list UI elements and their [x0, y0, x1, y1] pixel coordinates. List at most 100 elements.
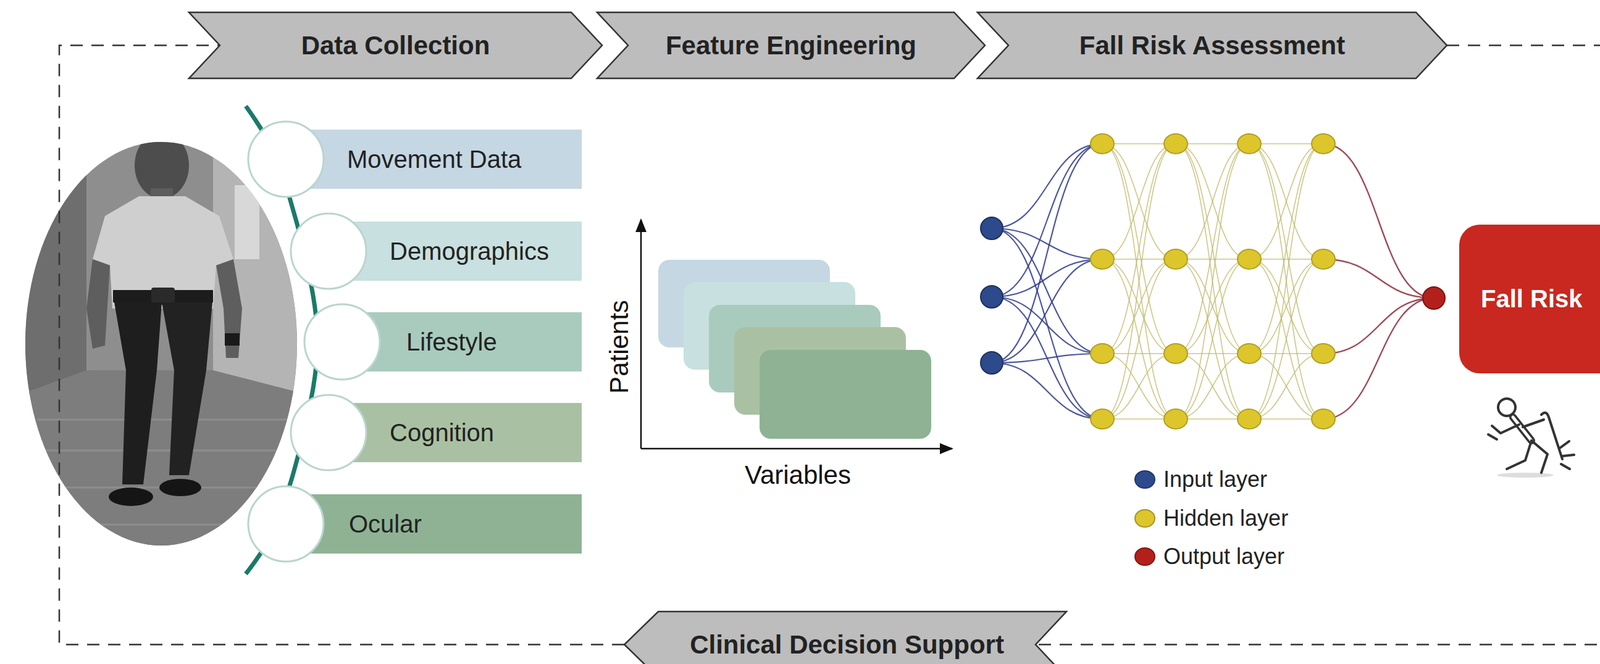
network-link: [1249, 143, 1324, 260]
network-link: [1249, 143, 1324, 354]
stage-label: Feature Engineering: [665, 30, 917, 61]
hidden-neuron: [1164, 134, 1188, 154]
network-link: [991, 353, 1103, 364]
hidden-neuron: [1237, 409, 1261, 430]
stage-chevron: Fall Risk Assessment: [977, 12, 1447, 79]
network-link: [1102, 143, 1176, 420]
band-circle: [302, 302, 382, 382]
network-link: [1175, 143, 1250, 354]
hidden-neuron: [1090, 343, 1115, 364]
hidden-neuron: [1090, 409, 1115, 430]
data-band: Movement Data: [285, 129, 582, 189]
network-link: [1102, 259, 1176, 420]
band-label: Lifestyle: [406, 328, 498, 357]
stage-chevron: Feature Engineering: [597, 12, 985, 79]
network-link: [1175, 143, 1250, 420]
band-circle: [246, 484, 326, 564]
hidden-neuron: [1090, 249, 1115, 270]
band-label: Movement Data: [347, 145, 522, 174]
neural-network: [980, 134, 1446, 430]
network-link: [1249, 353, 1324, 420]
hidden-neuron: [1090, 134, 1115, 154]
legend-item: Input layer: [1133, 467, 1268, 493]
legend-swatch: [1133, 468, 1157, 491]
data-band: Lifestyle: [342, 312, 582, 372]
hidden-neuron: [1311, 249, 1336, 270]
band-label: Cognition: [389, 419, 495, 448]
input-neuron: [980, 217, 1003, 240]
legend-item: Output layer: [1133, 544, 1285, 570]
network-link: [1102, 353, 1176, 420]
network-link: [1323, 298, 1434, 354]
axis-label: Patients: [604, 300, 635, 394]
legend-swatch: [1133, 545, 1157, 569]
stage-chevron: Clinical Decision Support: [624, 611, 1067, 664]
network-link: [1175, 143, 1250, 260]
data-band: Cognition: [328, 403, 582, 463]
network-link: [991, 259, 1103, 364]
network-link: [1102, 143, 1176, 354]
hidden-neuron: [1164, 249, 1188, 270]
legend-text: Hidden layer: [1163, 505, 1289, 532]
network-link: [991, 297, 1103, 354]
falling-person-icon: [1488, 398, 1575, 478]
network-link: [1323, 259, 1434, 299]
legend-swatch: [1133, 507, 1157, 530]
network-link: [1102, 143, 1176, 354]
hidden-neuron: [1237, 249, 1261, 270]
axis-label: Variables: [744, 460, 851, 491]
network-link: [991, 143, 1103, 229]
network-link: [1102, 143, 1176, 420]
stage-label: Fall Risk Assessment: [1079, 30, 1345, 61]
hidden-neuron: [1164, 343, 1188, 364]
risk-output-box: Fall Risk: [1459, 224, 1600, 374]
band-label: Ocular: [348, 510, 422, 539]
legend-item: Hidden layer: [1133, 506, 1289, 532]
stage-label: Clinical Decision Support: [689, 630, 1005, 661]
network-link: [991, 259, 1103, 298]
hidden-neuron: [1311, 134, 1336, 154]
network-link: [1175, 143, 1250, 260]
input-neuron: [980, 285, 1003, 309]
network-link: [1175, 143, 1250, 420]
network-link: [991, 143, 1103, 364]
network-link: [1249, 143, 1324, 420]
stage-chevron: Data Collection: [188, 12, 603, 79]
network-link: [1175, 143, 1250, 354]
hidden-neuron: [1237, 134, 1261, 154]
legend-text: Input layer: [1163, 466, 1268, 493]
network-link: [1102, 143, 1176, 260]
risk-label: Fall Risk: [1480, 285, 1583, 314]
hidden-neuron: [1164, 409, 1188, 430]
hidden-neuron: [1311, 343, 1336, 364]
feature-matrix: [640, 219, 953, 449]
hidden-neuron: [1237, 343, 1261, 364]
stage-label: Data Collection: [301, 30, 491, 61]
network-link: [1102, 143, 1176, 260]
network-link: [1323, 298, 1434, 420]
network-link: [1175, 259, 1250, 420]
network-link: [1249, 259, 1324, 420]
input-neuron: [980, 351, 1003, 375]
band-circle: [246, 119, 326, 199]
network-link: [1249, 143, 1324, 260]
band-label: Demographics: [389, 237, 549, 266]
band-circle: [289, 211, 369, 291]
output-neuron: [1422, 287, 1446, 310]
network-link: [991, 143, 1103, 298]
legend-text: Output layer: [1163, 544, 1285, 570]
data-band: Ocular: [285, 494, 582, 554]
data-band: Demographics: [328, 221, 582, 281]
network-link: [991, 297, 1103, 420]
network-link: [1249, 143, 1324, 354]
hidden-neuron: [1311, 409, 1336, 430]
band-circle: [289, 393, 369, 473]
network-link: [1323, 143, 1434, 299]
network-link: [1249, 143, 1324, 420]
network-link: [1175, 353, 1250, 420]
dashed-loop-connector: [59, 45, 625, 646]
network-link: [991, 228, 1103, 420]
network-link: [991, 363, 1103, 420]
